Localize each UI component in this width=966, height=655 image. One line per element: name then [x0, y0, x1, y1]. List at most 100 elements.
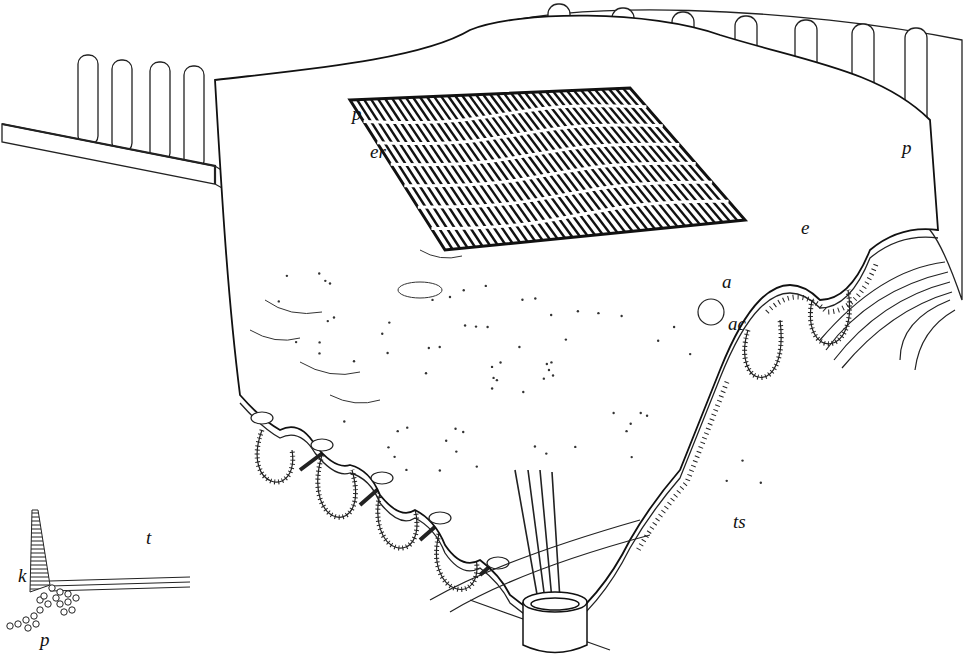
surface-dots [278, 272, 762, 484]
surface-dot [620, 315, 622, 317]
surface-dot [597, 312, 599, 314]
surface-dot [393, 456, 395, 458]
pillar [184, 66, 204, 170]
cylinder [523, 592, 587, 653]
surface-dot [387, 446, 389, 448]
surface-contour [250, 250, 462, 403]
cell [33, 621, 39, 627]
surface-dot [425, 372, 427, 374]
cell [73, 595, 79, 601]
surface-dot [522, 391, 524, 393]
surface-dot [449, 296, 451, 298]
surface-dot [343, 420, 345, 422]
cell [45, 601, 51, 607]
surface-dot [521, 299, 523, 301]
tube [50, 577, 190, 591]
surface-dot [629, 422, 631, 424]
cell [25, 625, 31, 631]
slab-edge [2, 124, 215, 184]
fibre-bundle [820, 262, 955, 370]
surface-dot [428, 347, 430, 349]
side-slab [2, 124, 240, 198]
cap [251, 412, 273, 424]
cell [15, 621, 21, 627]
surface-dot [388, 321, 390, 323]
coil-hatch [257, 430, 293, 482]
striated-cone [30, 510, 50, 592]
cap [371, 472, 393, 484]
surface-bump [398, 282, 442, 298]
surface-dot [464, 324, 466, 326]
part-label: ts [733, 512, 746, 531]
surface-dot [534, 297, 536, 299]
part-label: p [902, 138, 912, 157]
surface-dot [318, 352, 320, 354]
surface-dot [324, 280, 326, 282]
part-label: ac [728, 314, 746, 333]
surface-dot [550, 361, 552, 363]
cell [23, 617, 29, 623]
edge-fringe [637, 262, 877, 552]
surface-dot [612, 412, 614, 414]
surface-dot [445, 440, 447, 442]
surface-dot [546, 363, 548, 365]
surface-dot [545, 452, 547, 454]
cell [53, 595, 59, 601]
surface-dot [333, 316, 335, 318]
pillar [112, 60, 132, 152]
surface-dot [454, 428, 456, 430]
surface-dot [543, 377, 545, 379]
surface-dot [455, 450, 457, 452]
cell [49, 585, 55, 591]
surface-dot [630, 456, 632, 458]
cell [7, 623, 13, 629]
surface-dot [499, 361, 501, 363]
surface-dot [726, 480, 728, 482]
part-label: k [18, 566, 26, 585]
sheet [215, 16, 938, 638]
cap [311, 439, 333, 451]
surface-dot [353, 360, 355, 362]
part-label: e [801, 218, 809, 237]
surface-dot [463, 289, 465, 291]
surface-dot [640, 412, 642, 414]
surface-dot [295, 341, 297, 343]
surface-dot [565, 338, 567, 340]
part-label: t [146, 528, 151, 547]
surface-dot [518, 346, 520, 348]
grid-bars [357, 88, 738, 249]
surface-dot [475, 325, 477, 327]
surface-dot [405, 469, 407, 471]
surface-dot [646, 415, 648, 417]
surface-dot [548, 369, 550, 371]
cell [31, 613, 37, 619]
cell [57, 589, 63, 595]
pillar [150, 62, 170, 162]
cap [429, 512, 451, 524]
surface-dot [386, 352, 388, 354]
grid-rib [391, 144, 680, 164]
cylinder-top [523, 592, 587, 612]
part-label: a [722, 272, 732, 291]
surface-dot [397, 430, 399, 432]
sheet-surface [215, 16, 938, 630]
surface-dot [491, 366, 493, 368]
cell [61, 609, 67, 615]
cell [65, 591, 71, 597]
surface-dot [476, 465, 478, 467]
surface-dot [485, 285, 487, 287]
surface-dot [625, 430, 627, 432]
tentacle-strand [515, 470, 560, 600]
surface-dot [491, 387, 493, 389]
surface-dot [327, 320, 329, 322]
surface-dot [462, 431, 464, 433]
surface-dot [550, 314, 552, 316]
surface-dot [278, 300, 280, 302]
surface-dot [492, 377, 494, 379]
surface-dot [741, 459, 743, 461]
surface-dot [534, 445, 536, 447]
caps [251, 412, 509, 569]
